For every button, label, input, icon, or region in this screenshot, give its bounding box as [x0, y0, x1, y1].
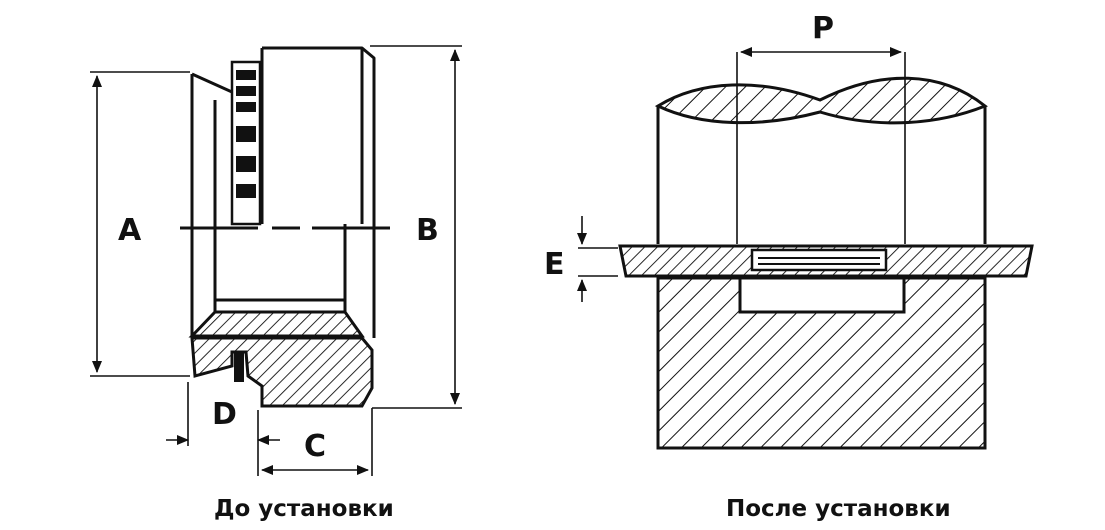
nut-undercut	[234, 352, 244, 382]
nut-flange-in-sheet	[750, 248, 888, 272]
stud-cut-section	[654, 76, 988, 125]
caption-before: До установки	[214, 496, 394, 522]
nut-before-installation: A B D C До установки	[90, 45, 462, 522]
base-recess	[738, 276, 906, 314]
dimension-c-label: C	[304, 429, 326, 464]
dimension-a-label: A	[118, 213, 142, 248]
knurl-serrations	[230, 60, 262, 226]
stud-body	[656, 106, 987, 244]
nut-bore-outline	[190, 224, 376, 338]
dimension-b-label: B	[416, 213, 439, 248]
dimension-e: E	[544, 216, 618, 302]
dimension-b: B	[370, 45, 462, 409]
nut-section-upper	[188, 310, 365, 338]
nut-section-lower	[190, 336, 374, 408]
dimension-d: D	[166, 382, 280, 476]
dimension-c: C	[261, 408, 373, 476]
nut-after-installation: P E После установки	[544, 11, 1034, 522]
dimension-p: P	[740, 11, 902, 57]
dimension-p-label: P	[812, 11, 834, 46]
dimension-a: A	[90, 71, 190, 377]
dimension-e-label: E	[544, 247, 565, 282]
caption-after: После установки	[726, 496, 951, 522]
dimension-d-label: D	[212, 397, 237, 432]
nut-body-outline	[190, 46, 376, 224]
